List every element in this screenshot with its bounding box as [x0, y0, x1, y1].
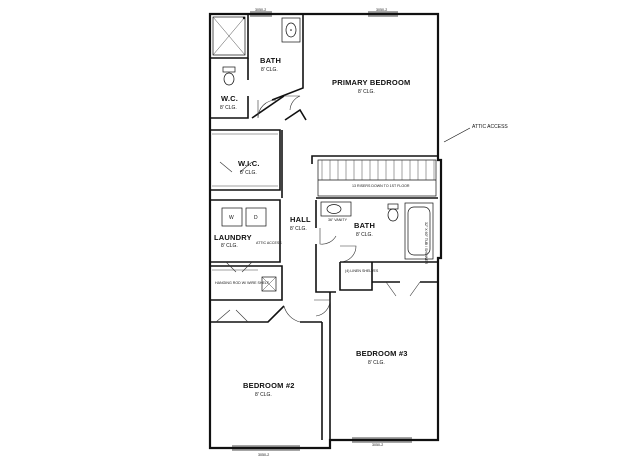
svg-text:32" X 60" TUB / SHOWER: 32" X 60" TUB / SHOWER — [424, 222, 428, 265]
stairs: 13 RISERS DOWN TO 1ST FLOOR — [317, 159, 437, 197]
clg-hall: 8' CLG. — [290, 226, 307, 232]
svg-text:3050-2: 3050-2 — [376, 8, 387, 12]
room-label-wc: W.C. — [221, 94, 238, 103]
clg-laundry: 8' CLG. — [221, 243, 238, 249]
clg-primary-bedroom: 8' CLG. — [358, 89, 375, 95]
svg-text:W: W — [229, 215, 234, 221]
svg-text:3050-2: 3050-2 — [372, 443, 383, 447]
attic-hatch-icon — [261, 276, 277, 292]
window-bottom-left: 3050-2 — [232, 445, 300, 457]
wall-bed2-top — [210, 305, 285, 323]
clg-bedroom-3: 8' CLG. — [368, 360, 385, 366]
wall-diagonal — [251, 95, 285, 119]
attic-access-leader: ATTIC ACCESS — [443, 124, 508, 143]
wall-wc-bottom — [210, 96, 249, 119]
washer-dryer-icon: W D — [221, 207, 267, 227]
clg-bedroom-2: 8' CLG. — [255, 392, 272, 398]
clg-bath-mid: 8' CLG. — [356, 232, 373, 238]
shower-icon — [212, 16, 246, 56]
wall-linen — [339, 262, 373, 291]
sink-icon — [281, 17, 301, 43]
svg-text:36" VANITY: 36" VANITY — [328, 218, 348, 222]
toilet-icon — [387, 203, 399, 222]
room-label-bath-mid: BATH — [354, 221, 375, 230]
window-bottom-right: 3050-2 — [352, 437, 412, 447]
closet-shelves — [212, 133, 278, 271]
wall-bath-right — [271, 14, 304, 101]
window-top-left: 3050-2 — [250, 8, 272, 17]
room-label-laundry: LAUNDRY — [214, 233, 252, 242]
attic-access-label: ATTIC ACCESS — [472, 124, 508, 130]
room-label-hall: HALL — [290, 215, 311, 224]
clg-wic: 8' CLG. — [240, 170, 257, 176]
clg-bath-top: 8' CLG. — [261, 67, 278, 73]
svg-text:3050-2: 3050-2 — [255, 8, 266, 12]
wall-stair-top — [311, 155, 438, 164]
stairs-note: 13 RISERS DOWN TO 1ST FLOOR — [352, 184, 410, 188]
exterior-wall — [208, 12, 443, 450]
room-label-bath-top: BATH — [260, 56, 281, 65]
toilet-icon — [222, 66, 236, 86]
door-swings — [215, 95, 421, 323]
wall-laundry — [210, 199, 281, 263]
window-top-right: 3050-2 — [368, 8, 398, 17]
attic-access-note: ATTIC ACCESS — [256, 241, 282, 245]
tub-icon: 32" X 60" TUB / SHOWER — [404, 202, 434, 265]
vanity-sink-icon: 36" VANITY — [320, 201, 352, 222]
room-label-primary-bedroom: PRIMARY BEDROOM — [332, 78, 410, 87]
linen-note: (4) LINEN SHELVES — [345, 269, 379, 273]
wall-wic — [210, 129, 281, 191]
svg-text:3050-2: 3050-2 — [258, 453, 269, 457]
hanging-rod-note: HANGING ROD W/ WIRE SHELF — [215, 281, 270, 285]
wall-closet — [210, 265, 283, 301]
room-label-bedroom-2: BEDROOM #2 — [243, 381, 295, 390]
clg-wc: 8' CLG. — [220, 105, 237, 111]
room-label-wic: W.I.C. — [238, 159, 260, 168]
wall-diag-2 — [284, 108, 307, 121]
room-label-bedroom-3: BEDROOM #3 — [356, 349, 408, 358]
svg-text:D: D — [254, 215, 258, 221]
